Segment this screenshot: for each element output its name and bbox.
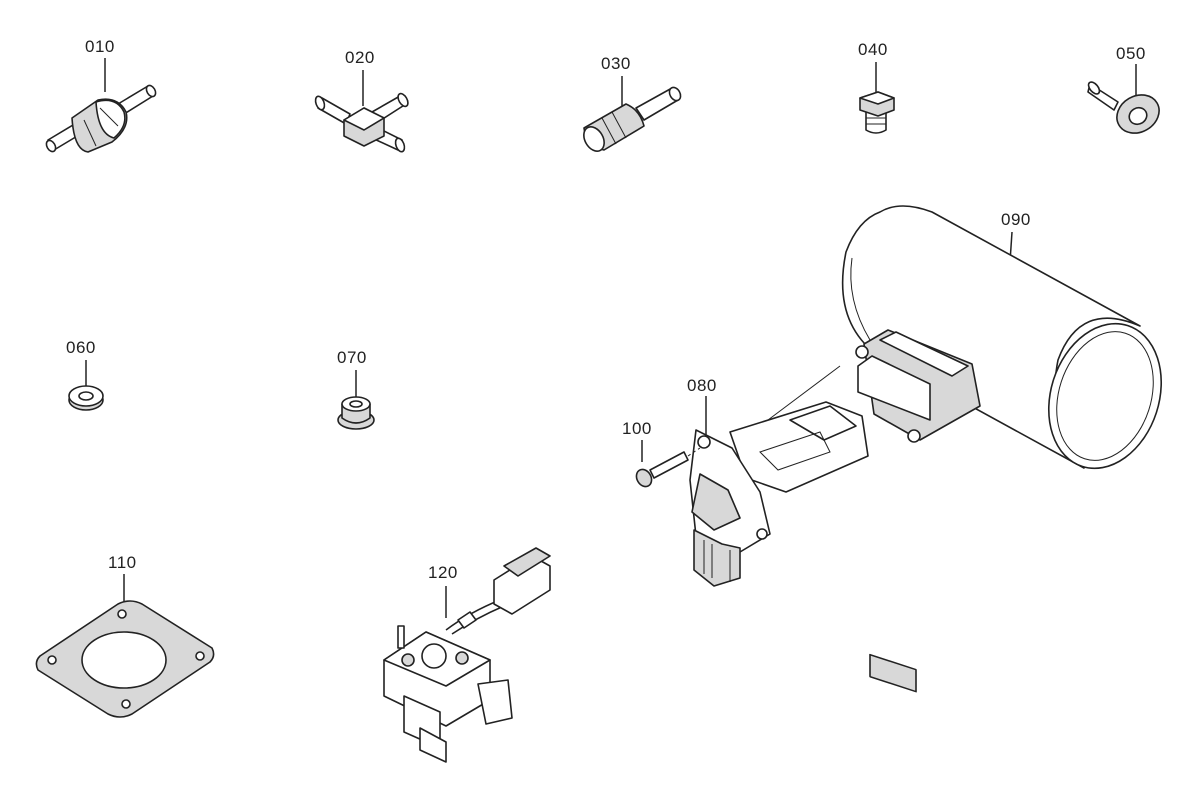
part-040-bolt	[859, 62, 895, 134]
part-020-tee-connector	[314, 70, 409, 153]
callout-010: 010	[85, 37, 115, 56]
callout-080: 080	[687, 376, 717, 395]
part-030-hose-nipple	[583, 76, 682, 152]
callout-030: 030	[601, 54, 631, 73]
callout-020: 020	[345, 48, 375, 67]
callout-090: 090	[1001, 210, 1031, 229]
callout-100: 100	[622, 419, 652, 438]
callout-050: 050	[1116, 44, 1146, 63]
part-060-washer	[68, 360, 104, 411]
part-110-gasket	[35, 574, 215, 718]
part-100-screw	[635, 440, 701, 488]
part-070-grommet	[337, 370, 375, 430]
callout-040: 040	[858, 40, 888, 59]
part-120-solenoid	[383, 547, 551, 763]
callout-070: 070	[337, 348, 367, 367]
part-080-airflow-sensor	[689, 365, 869, 587]
part-050-banjo-fitting	[1087, 64, 1160, 134]
callout-060: 060	[66, 338, 96, 357]
callout-120: 120	[428, 563, 458, 582]
callout-110: 110	[108, 553, 137, 572]
part-010-check-valve	[45, 58, 157, 153]
part-090-pipe	[841, 205, 1163, 693]
